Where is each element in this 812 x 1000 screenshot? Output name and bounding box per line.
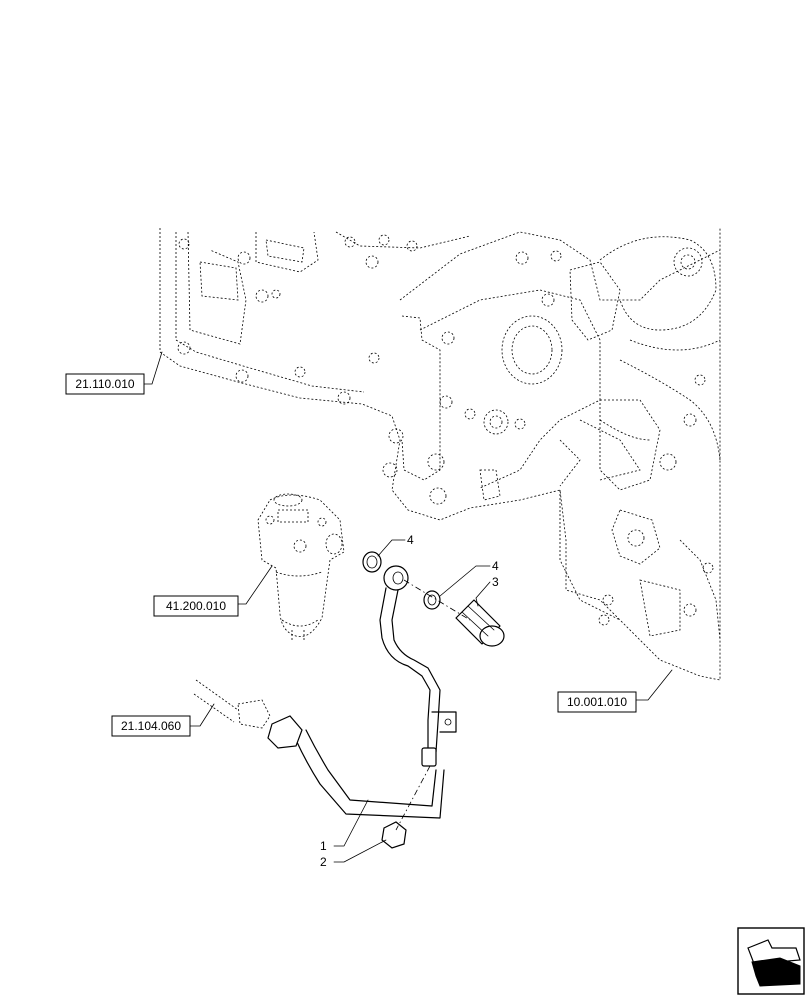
callout-item-1: 1 bbox=[320, 839, 327, 853]
leader-lines bbox=[143, 351, 673, 863]
ref-box-10-001-010[interactable]: 10.001.010 bbox=[557, 691, 637, 713]
oil-pipe-assembly bbox=[267, 551, 457, 849]
next-page-arrow-icon[interactable] bbox=[737, 927, 805, 995]
ref-box-41-200-010[interactable]: 41.200.010 bbox=[153, 595, 239, 617]
callout-item-3: 3 bbox=[492, 575, 499, 589]
ref-label-21-104-060: 21.104.060 bbox=[121, 719, 181, 733]
ref-label-21-110-010: 21.110.010 bbox=[75, 377, 134, 391]
oil-filter-housing bbox=[257, 493, 345, 640]
engine-block-drawing bbox=[159, 228, 721, 681]
callout-item-4a: 4 bbox=[407, 533, 414, 547]
ref-label-10-001-010: 10.001.010 bbox=[567, 695, 627, 709]
ref-box-21-104-060[interactable]: 21.104.060 bbox=[111, 715, 191, 737]
callout-item-4b: 4 bbox=[492, 559, 499, 573]
ref-box-21-110-010[interactable]: 21.110.010 bbox=[65, 373, 145, 395]
drain-pipe-stub bbox=[193, 679, 271, 729]
callout-item-2: 2 bbox=[320, 855, 327, 869]
ref-label-41-200-010: 41.200.010 bbox=[166, 599, 226, 613]
banjo-bolt bbox=[403, 579, 505, 647]
